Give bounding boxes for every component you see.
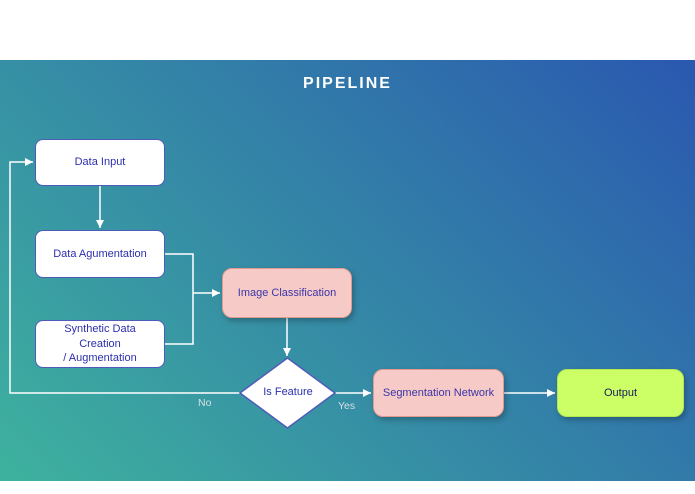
node-data-input: Data Input: [35, 139, 165, 186]
node-image-classification-label: Image Classification: [237, 286, 337, 299]
node-output-label: Output: [603, 386, 638, 399]
node-synthetic-data-label-line1: Synthetic Data Creation: [64, 322, 136, 350]
node-segmentation-network-label: Segmentation Network: [382, 386, 495, 399]
edge-label-no: No: [198, 397, 212, 409]
node-synthetic-data-label-line2: / Augmentation: [63, 352, 137, 365]
top-white-band: [0, 0, 695, 60]
node-segmentation-network: Segmentation Network: [373, 369, 504, 417]
page-title: PIPELINE: [303, 75, 392, 92]
node-data-augmentation: Data Agumentation: [35, 230, 165, 278]
node-data-augmentation-label: Data Agumentation: [53, 247, 147, 260]
node-image-classification: Image Classification: [222, 268, 352, 318]
node-synthetic-data: Synthetic Data Creation / Augmentation: [35, 320, 165, 368]
bottom-white-band: [0, 481, 695, 494]
edge-label-yes: Yes: [338, 400, 356, 412]
node-data-input-label: Data Input: [74, 156, 126, 169]
node-output: Output: [557, 369, 684, 417]
node-is-feature-label: Is Feature: [263, 386, 313, 398]
